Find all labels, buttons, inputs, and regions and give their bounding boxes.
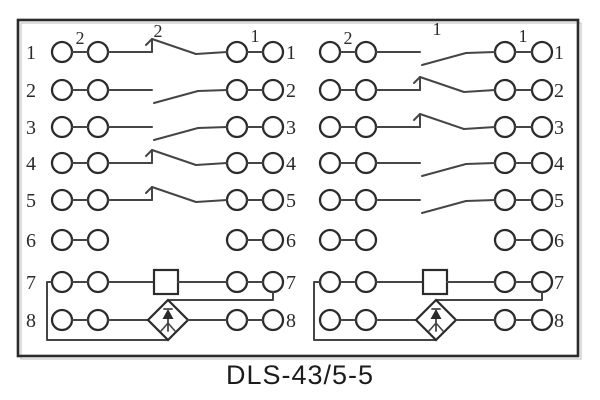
row-number-col0-2: 2	[26, 80, 36, 102]
row-number-col0-3: 3	[26, 117, 36, 139]
row-number-col1-2: 2	[286, 80, 296, 102]
contact-group-label-2: 2	[344, 28, 353, 48]
wire-from-contact	[195, 162, 228, 166]
contact-tip	[413, 76, 421, 84]
row-number-col1-5: 5	[286, 190, 296, 212]
row-number-col1-4: 4	[286, 153, 296, 175]
row-number-col2-4: 4	[554, 153, 564, 175]
contact-blade-open	[153, 127, 199, 141]
contact-tip	[145, 186, 153, 194]
contact-blade-closed	[419, 76, 465, 93]
diagram-caption: DLS-43/5-5	[225, 360, 375, 390]
row-number-col2-6: 6	[554, 230, 564, 252]
wire-from-contact	[197, 126, 228, 129]
contact-blade-closed	[151, 38, 197, 55]
bus-loop	[313, 281, 437, 341]
bridge-diode-arrow	[430, 309, 442, 319]
contact-group-label-2: 2	[76, 28, 85, 48]
row-number-col2-1: 1	[554, 42, 564, 64]
contact-group-label-1: 1	[433, 19, 442, 39]
row-number-col2-2: 2	[554, 80, 564, 102]
row-number-col2-5: 5	[554, 190, 564, 212]
contact-group-label-1: 1	[251, 26, 260, 46]
bus-loop	[46, 281, 169, 341]
contact-tip	[145, 38, 153, 46]
contact-group-label-2: 2	[154, 21, 163, 41]
contact-blade-open	[421, 200, 467, 214]
row-number-col0-8: 8	[26, 310, 36, 332]
row-number-col0-6: 6	[26, 230, 36, 252]
row-number-col0-7: 7	[26, 272, 36, 294]
bridge-wing	[428, 322, 437, 332]
wire-from-contact	[463, 89, 496, 93]
row-number-col1-8: 8	[286, 310, 296, 332]
row-number-col0-1: 1	[26, 42, 36, 64]
row-number-col1-3: 3	[286, 117, 296, 139]
diagram-border	[16, 18, 580, 358]
bridge-wing	[160, 322, 169, 332]
row-number-col1-7: 7	[286, 272, 296, 294]
contact-group-label-1: 1	[519, 26, 528, 46]
wire-from-contact	[463, 126, 496, 130]
bridge-top-tap	[435, 291, 543, 301]
row-number-col2-8: 8	[554, 310, 564, 332]
bridge-wing	[435, 322, 444, 332]
resistor	[421, 268, 449, 296]
row-number-col2-7: 7	[554, 272, 564, 294]
wire-from-contact	[195, 51, 228, 55]
wire-from-contact	[195, 199, 228, 203]
bridge-diode-arrow	[162, 309, 174, 319]
contact-tip	[413, 113, 421, 121]
contact-blade-open	[421, 52, 467, 66]
wire-from-contact	[465, 199, 496, 202]
row-number-col2-3: 3	[554, 117, 564, 139]
row-number-col1-6: 6	[286, 230, 296, 252]
wire-from-contact	[465, 162, 496, 165]
bridge-top-tap	[167, 291, 274, 301]
resistor	[152, 268, 180, 296]
contact-blade-open	[153, 90, 199, 104]
row-number-col0-4: 4	[26, 153, 36, 175]
wire-from-contact	[197, 89, 228, 92]
diagram-border-shadow	[20, 22, 582, 360]
wire-from-contact	[465, 51, 496, 54]
contact-blade-closed	[419, 113, 465, 130]
contact-tip	[145, 149, 153, 157]
row-number-col0-5: 5	[26, 190, 36, 212]
contact-blade-open	[421, 163, 467, 177]
bridge-wing	[167, 322, 176, 332]
diagram-border	[16, 18, 580, 358]
contact-blade-closed	[151, 186, 197, 203]
contact-blade-closed	[151, 149, 197, 166]
row-number-col1-1: 1	[286, 42, 296, 64]
